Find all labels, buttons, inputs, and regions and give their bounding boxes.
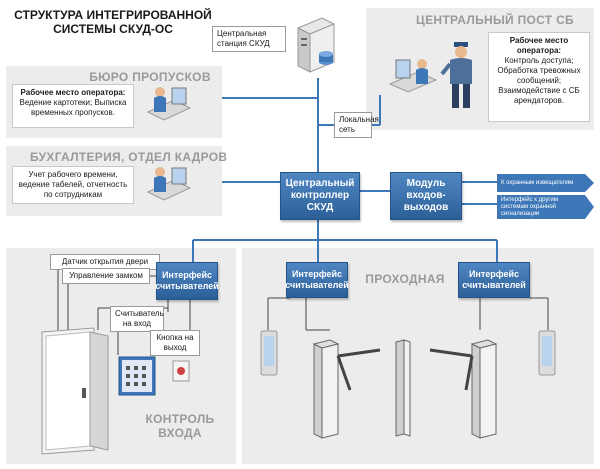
door-icon (38, 326, 112, 456)
exit-button-icon (172, 360, 190, 382)
entry-reader-interface[interactable]: Интерфейс считывателей (155, 262, 219, 300)
security-post-card-text: Контроль доступа; Обработка тревожных со… (497, 56, 581, 105)
output-guard-sensors-label: К охранным извещателям (501, 179, 574, 186)
central-station-label: Центральная станция СКУД (212, 26, 286, 52)
output-other-systems-label: Интерфейс к другим системам охранной сиг… (501, 196, 558, 217)
accounting-card: Учет рабочего времени, ведение табелей, … (12, 166, 134, 204)
output-arrow-other-systems: Интерфейс к другим системам охранной сиг… (497, 195, 595, 219)
card-reader-icon (538, 330, 556, 376)
pass-office-title: БЮРО ПРОПУСКОВ (89, 70, 211, 84)
exit-button-label: Кнопка на выход (150, 330, 200, 356)
security-guard-icon (440, 40, 484, 112)
pass-office-card: Рабочее место оператора: Ведение картоте… (12, 84, 134, 128)
keypad-icon (118, 356, 156, 396)
central-controller[interactable]: Центральный контроллер СКУД (280, 172, 360, 220)
operator-workstation-icon (388, 54, 438, 98)
turnstile-center-post (392, 338, 414, 438)
checkpoint-title: ПРОХОДНАЯ (365, 272, 445, 286)
checkpoint-reader-interface-right[interactable]: Интерфейс считывателей (458, 262, 530, 298)
local-network-label: Локальная сеть (334, 112, 379, 138)
card-reader-icon (260, 330, 278, 376)
operator-workstation-icon (146, 162, 192, 206)
entry-control-title: КОНТРОЛЬ ВХОДА (145, 412, 215, 440)
checkpoint-reader-interface-left-label: Интерфейс считывателей (285, 269, 349, 290)
title-line-2: СИСТЕМЫ СКУД-ОС (53, 22, 173, 36)
io-module-label: Модуль входов-выходов (403, 178, 449, 213)
turnstile-icon (308, 334, 384, 442)
output-arrow-guard-sensors: К охранным извещателям (497, 174, 595, 192)
title-line-1: СТРУКТУРА ИНТЕГРИРОВАННОЙ (14, 8, 212, 22)
security-post-card: Рабочее место оператора: Контроль доступ… (488, 32, 590, 122)
pass-office-card-title: Рабочее место оператора: (20, 88, 126, 97)
security-post-title: ЦЕНТРАЛЬНЫЙ ПОСТ СБ (416, 13, 574, 27)
accounting-title: БУХГАЛТЕРИЯ, ОТДЕЛ КАДРОВ (30, 150, 228, 164)
pass-office-card-text: Ведение картотеки; Выписка временных про… (19, 98, 127, 117)
security-post-card-title: Рабочее место оператора: (509, 36, 569, 55)
checkpoint-reader-interface-right-label: Интерфейс считывателей (462, 269, 526, 290)
entry-reader-interface-label: Интерфейс считывателей (155, 270, 219, 291)
central-controller-label: Центральный контроллер СКУД (285, 178, 355, 213)
checkpoint-reader-interface-left[interactable]: Интерфейс считывателей (285, 262, 349, 298)
server-icon (292, 14, 340, 76)
io-module[interactable]: Модуль входов-выходов (390, 172, 462, 220)
operator-workstation-icon (146, 82, 192, 126)
reader-in-label: Считыватель на вход (110, 306, 164, 332)
lock-control-label: Управление замком (62, 268, 150, 284)
page-title: СТРУКТУРА ИНТЕГРИРОВАННОЙ СИСТЕМЫ СКУД-О… (8, 8, 218, 36)
turnstile-icon (426, 334, 502, 442)
accounting-card-text: Учет рабочего времени, ведение табелей, … (18, 170, 128, 199)
